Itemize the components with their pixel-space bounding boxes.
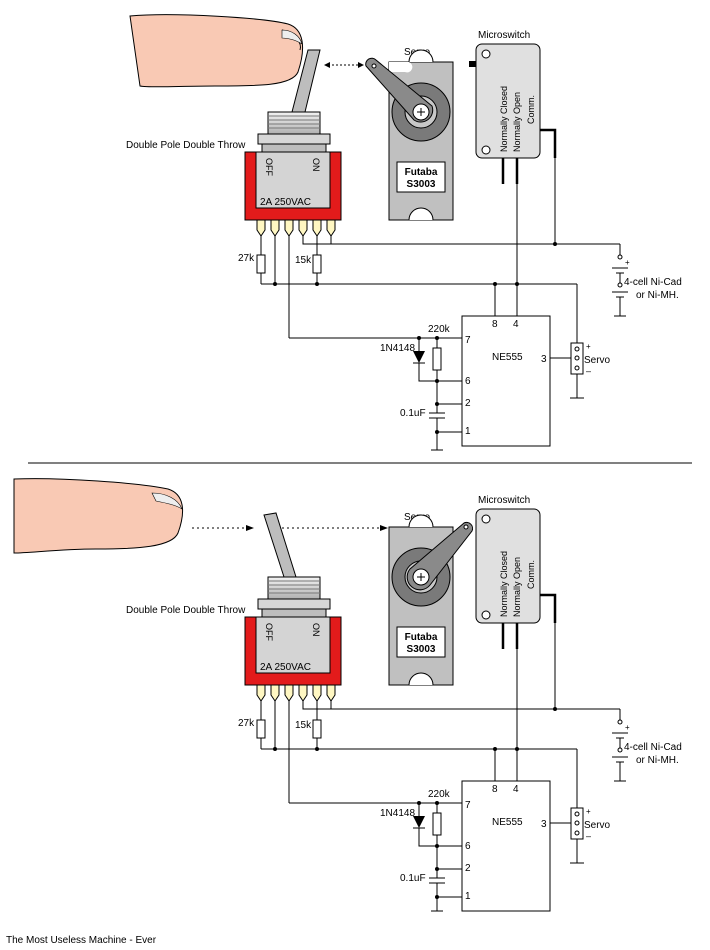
- diode-label: 1N4148: [380, 808, 415, 819]
- conn-minus: –: [586, 831, 591, 841]
- pin2: 2: [465, 863, 471, 874]
- panel-on: Double Pole Double Throw OFF ON 2A 250VA…: [13, 478, 682, 912]
- pin2: 2: [465, 398, 471, 409]
- panel-off: Double Pole Double Throw OFF ON 2A 250VA…: [126, 14, 682, 451]
- r1-label: 27k: [238, 718, 255, 729]
- conn-plus: +: [586, 807, 591, 816]
- pin3: 3: [541, 819, 547, 830]
- pin1: 1: [465, 891, 471, 902]
- finger: [13, 478, 184, 554]
- battery-label-1: 4-cell Ni-Cad: [624, 277, 682, 288]
- battery-label-1: 4-cell Ni-Cad: [624, 742, 682, 753]
- pin3: 3: [541, 354, 547, 365]
- finger: [129, 14, 304, 88]
- cap-label: 0.1uF: [400, 408, 426, 419]
- pin1: 1: [465, 426, 471, 437]
- switch-type-label: Double Pole Double Throw: [126, 605, 246, 616]
- ms-nc-label: Normally Closed: [499, 86, 509, 152]
- servo-conn-label: Servo: [584, 820, 611, 831]
- servo-conn-label: Servo: [584, 355, 611, 366]
- r2-label: 15k: [295, 255, 312, 266]
- pin4: 4: [513, 784, 519, 795]
- pin8: 8: [492, 784, 498, 795]
- servo-model: S3003: [407, 179, 436, 190]
- diode-label: 1N4148: [380, 343, 415, 354]
- switch-off-label: OFF: [264, 623, 274, 641]
- pin7: 7: [465, 800, 471, 811]
- ic-ne555: [461, 780, 551, 912]
- battery-label-2: or Ni-MH.: [636, 755, 679, 766]
- svg-text:+: +: [625, 258, 630, 267]
- conn-minus: –: [586, 366, 591, 376]
- cap-label: 0.1uF: [400, 873, 426, 884]
- ic-ne555: [461, 315, 551, 447]
- pin7: 7: [465, 335, 471, 346]
- ic-label: NE555: [492, 352, 523, 363]
- microswitch-title: Microswitch: [478, 30, 530, 41]
- switch-on-label: ON: [311, 623, 321, 637]
- r1-label: 27k: [238, 253, 255, 264]
- pin4: 4: [513, 319, 519, 330]
- pin6: 6: [465, 376, 471, 387]
- r3-label: 220k: [428, 324, 451, 335]
- ms-no-label: Normally Open: [512, 557, 522, 617]
- switch-type-label: Double Pole Double Throw: [126, 140, 246, 151]
- r3-label: 220k: [428, 789, 451, 800]
- ms-no-label: Normally Open: [512, 92, 522, 152]
- conn-plus: +: [586, 342, 591, 351]
- switch-rating: 2A 250VAC: [260, 197, 311, 208]
- servo-model: S3003: [407, 644, 436, 655]
- pin6: 6: [465, 841, 471, 852]
- ms-comm-label: Comm.: [526, 560, 536, 589]
- pin8: 8: [492, 319, 498, 330]
- microswitch-title: Microswitch: [478, 495, 530, 506]
- switch-off-label: OFF: [264, 158, 274, 176]
- svg-text:+: +: [625, 723, 630, 732]
- r2-label: 15k: [295, 720, 312, 731]
- servo-brand: Futaba: [405, 167, 438, 178]
- ms-nc-label: Normally Closed: [499, 551, 509, 617]
- toggle-lever: [263, 512, 297, 578]
- switch-on-label: ON: [311, 158, 321, 172]
- switch-rating: 2A 250VAC: [260, 662, 311, 673]
- battery-label-2: or Ni-MH.: [636, 290, 679, 301]
- ms-comm-label: Comm.: [526, 95, 536, 124]
- ic-label: NE555: [492, 817, 523, 828]
- footer-caption: The Most Useless Machine - Ever: [6, 935, 157, 946]
- servo-brand: Futaba: [405, 632, 438, 643]
